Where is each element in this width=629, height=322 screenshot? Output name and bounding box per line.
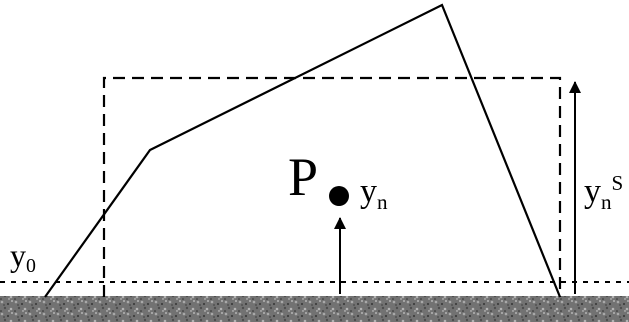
arrow-level-label: ynS — [584, 173, 623, 212]
ground-surface — [0, 296, 629, 322]
arrow-level-subscript: n — [601, 189, 612, 214]
point-level-label: yn — [360, 173, 388, 213]
ground-level-label: y0 — [10, 237, 36, 276]
profile-polyline — [44, 3, 562, 298]
arrow-level-base: y — [584, 173, 601, 210]
point-level-subscript: n — [377, 189, 388, 214]
point-p-marker — [329, 186, 349, 206]
point-label: P — [288, 147, 319, 207]
ground-level-subscript: 0 — [26, 255, 36, 278]
point-level-base: y — [360, 173, 377, 210]
dashed-envelope-box — [102, 76, 562, 297]
ground-level-base: y — [10, 237, 26, 273]
arrow-level-superscript: S — [611, 171, 624, 196]
